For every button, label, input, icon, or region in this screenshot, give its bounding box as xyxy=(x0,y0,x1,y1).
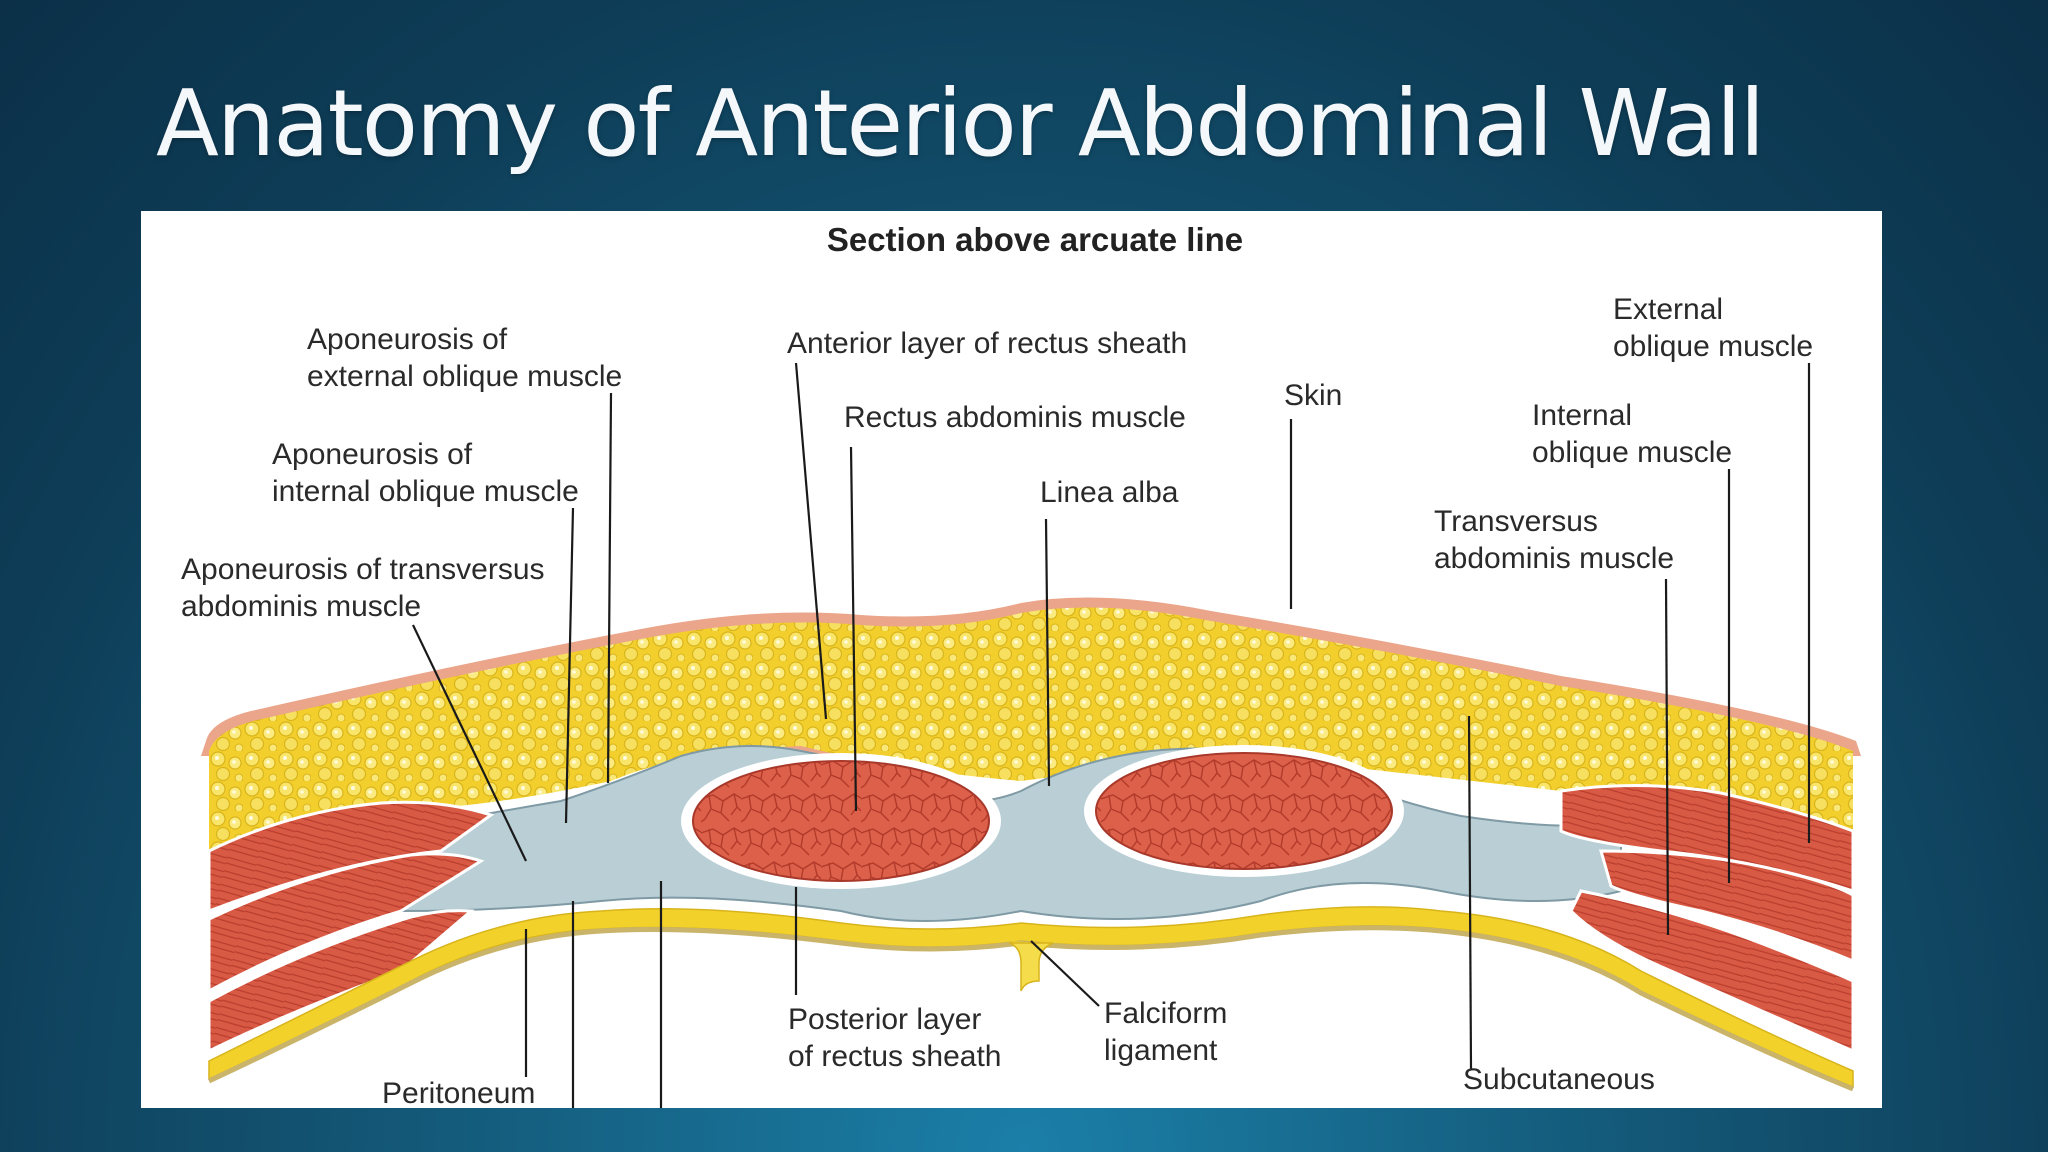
leader-transversus-abdominis xyxy=(1664,578,1670,936)
leader-anterior-rectus-sheath xyxy=(794,362,828,720)
leader-aponeurosis-transversus xyxy=(412,624,527,862)
label-transversus-abdominis-2: abdominis muscle xyxy=(1434,542,1674,575)
label-falciform-ligament-2: ligament xyxy=(1104,1034,1218,1067)
label-aponeurosis-internal-oblique-2: internal oblique muscle xyxy=(272,475,579,508)
anatomy-figure: Section above arcuate line Aponeurosis o… xyxy=(141,211,1882,1108)
label-posterior-rectus-sheath-1: Posterior layer xyxy=(788,1003,981,1036)
label-peritoneum: Peritoneum xyxy=(382,1077,535,1108)
label-aponeurosis-external-oblique-2: external oblique muscle xyxy=(307,360,622,393)
label-internal-oblique-2: oblique muscle xyxy=(1532,436,1732,469)
leader-aponeurosis-internal-oblique xyxy=(564,507,575,824)
figure-title: Section above arcuate line xyxy=(827,221,1243,258)
label-internal-oblique-1: Internal xyxy=(1532,399,1632,432)
label-aponeurosis-transversus-1: Aponeurosis of transversus xyxy=(181,553,545,586)
leader-subcutaneous xyxy=(1467,715,1473,1070)
cross-section-illustration: Section above arcuate line Aponeurosis o… xyxy=(181,221,1861,1108)
label-transversus-abdominis-1: Transversus xyxy=(1434,505,1598,538)
label-external-oblique-1: External xyxy=(1613,293,1723,326)
leader-falciform-ligament xyxy=(1030,940,1100,1007)
label-subcutaneous: Subcutaneous xyxy=(1463,1063,1655,1096)
label-falciform-ligament-1: Falciform xyxy=(1104,997,1227,1030)
leader-rectus-abdominis xyxy=(849,446,858,812)
label-rectus-abdominis: Rectus abdominis muscle xyxy=(844,401,1186,434)
label-skin: Skin xyxy=(1284,379,1342,412)
leader-aponeurosis-external-oblique xyxy=(606,392,613,784)
label-aponeurosis-transversus-2: abdominis muscle xyxy=(181,590,421,623)
label-aponeurosis-internal-oblique-1: Aponeurosis of xyxy=(272,438,473,471)
label-aponeurosis-external-oblique-1: Aponeurosis of xyxy=(307,323,508,356)
label-linea-alba: Linea alba xyxy=(1040,476,1179,509)
slide-title: Anatomy of Anterior Abdominal Wall xyxy=(156,70,1765,177)
leader-linea-alba xyxy=(1044,518,1051,787)
label-anterior-rectus-sheath: Anterior layer of rectus sheath xyxy=(787,327,1187,360)
label-posterior-rectus-sheath-2: of rectus sheath xyxy=(788,1040,1001,1073)
label-external-oblique-2: oblique muscle xyxy=(1613,330,1813,363)
